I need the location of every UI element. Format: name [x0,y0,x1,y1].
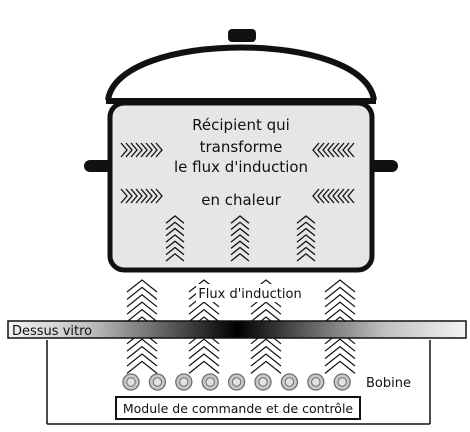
pot-lid [105,29,377,104]
heat-chevron-column-3 [296,215,316,262]
flux-label: Flux d'induction [198,287,301,302]
coil [333,373,351,391]
coil [307,373,325,391]
control-module-label: Module de commande et de contrôle [123,401,354,416]
pot-text-line1: Récipient qui [192,116,290,134]
coil [148,373,167,391]
coil [175,373,193,391]
heat-chevron-group-left-top [120,142,163,158]
coil [201,373,219,391]
coil-row [122,373,351,391]
pot-text-line4: en chaleur [201,191,281,209]
vitro-label: Dessus vitro [12,324,92,339]
pot-text-line2: transforme [200,138,283,156]
pot-handles [84,160,398,172]
coil [122,373,140,391]
bobine-label: Bobine [366,376,411,391]
coil [280,373,299,391]
flux-label-background [196,284,304,302]
control-module-box [115,396,361,420]
vitro-top-bar [7,320,467,339]
heat-chevron-group-right-bottom [312,188,355,204]
coil [227,373,246,391]
heat-chevron-group-right-top [312,142,355,158]
heat-chevrons [120,142,355,262]
heat-chevron-column-2 [230,215,250,262]
coil [254,373,272,391]
lid-knob [228,29,256,42]
heat-chevron-group-left-bottom [120,188,163,204]
stove-base [46,340,431,425]
heat-chevron-column-1 [165,215,185,262]
pot-text-line3: le flux d'induction [174,158,308,176]
